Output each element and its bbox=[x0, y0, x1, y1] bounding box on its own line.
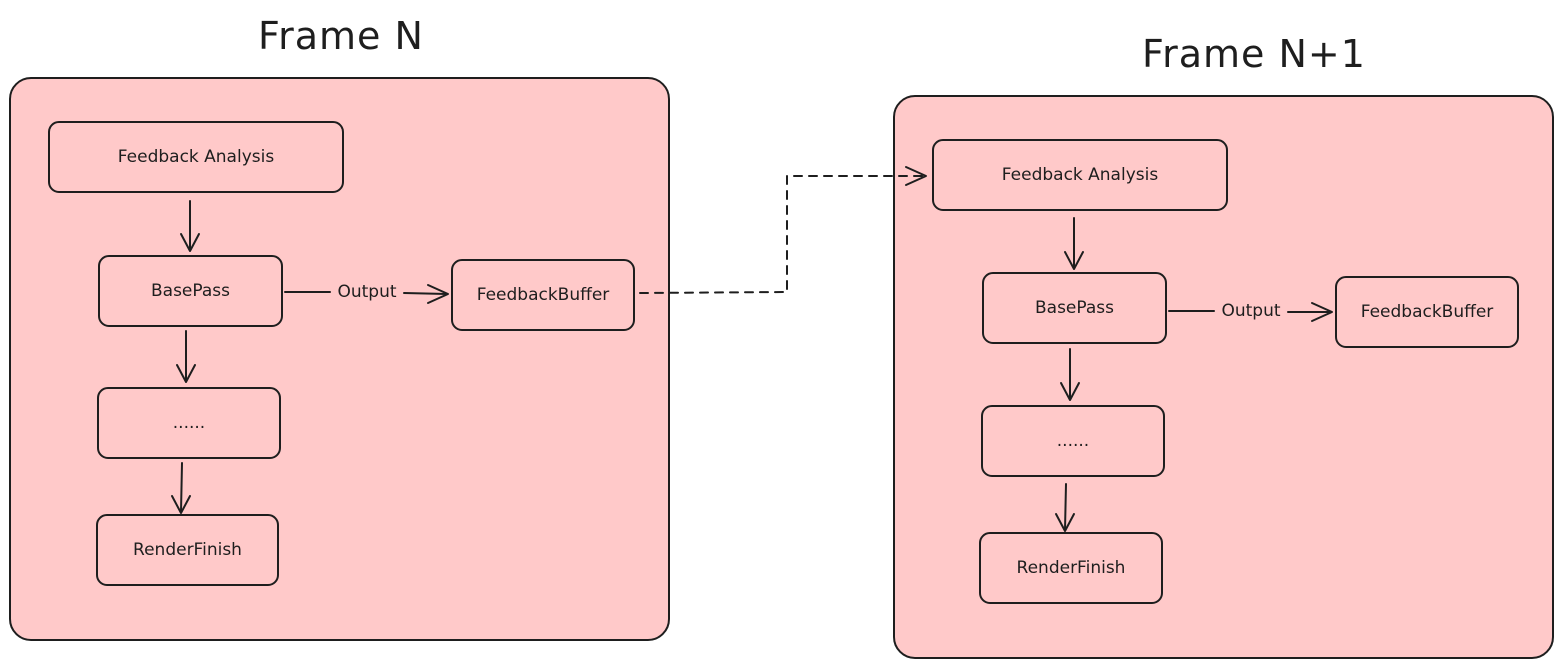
frame-n1-title: Frame N+1 bbox=[1142, 32, 1366, 76]
frame-n-output-label: Output bbox=[337, 282, 397, 302]
frame-n1-feedback-analysis-node: Feedback Analysis bbox=[932, 139, 1228, 211]
frame-n1-feedbackbuffer-node: FeedbackBuffer bbox=[1335, 276, 1519, 348]
cross-frame-dashed-arrow bbox=[639, 166, 927, 294]
frame-n-title: Frame N bbox=[258, 14, 424, 58]
frame-n-basepass-node: BasePass bbox=[98, 255, 283, 327]
frame-n-feedback-analysis-node: Feedback Analysis bbox=[48, 121, 344, 193]
frame-n1-output-label: Output bbox=[1221, 301, 1281, 321]
frame-n1-basepass-node: BasePass bbox=[982, 272, 1167, 344]
frame-n1-ellipsis-node: ...... bbox=[981, 405, 1165, 477]
frame-n1-renderfinish-node: RenderFinish bbox=[979, 532, 1163, 604]
frame-n-ellipsis-node: ...... bbox=[97, 387, 281, 459]
frame-n-renderfinish-node: RenderFinish bbox=[96, 514, 279, 586]
frame-n-feedbackbuffer-node: FeedbackBuffer bbox=[451, 259, 635, 331]
